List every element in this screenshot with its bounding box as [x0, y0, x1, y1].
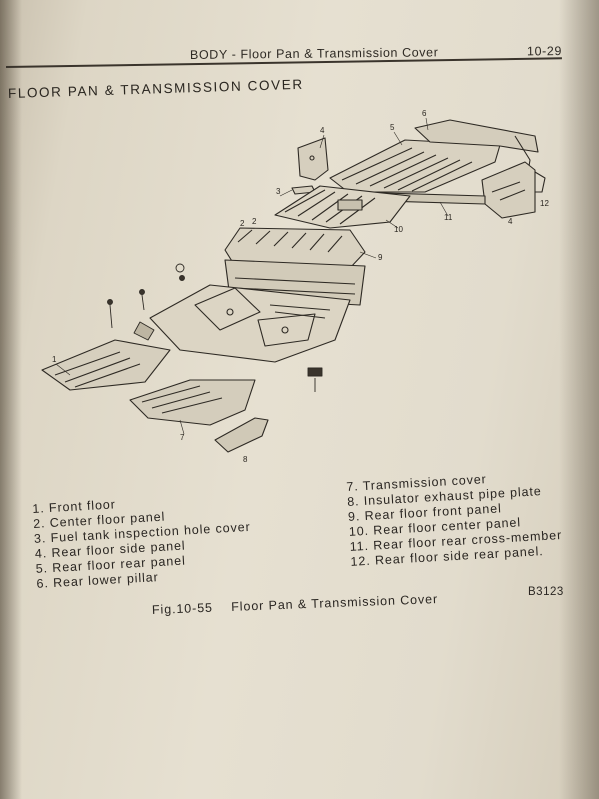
leader-lines	[55, 117, 449, 435]
page-edge-shadow	[559, 0, 599, 799]
callout-11: 11	[444, 213, 453, 222]
exploded-floor-pan-diagram: 1 2 2 3 4 4 5 6 7 8 9 10 11 12	[41, 109, 549, 464]
page-gutter-shadow	[0, 0, 22, 799]
rear-floor-center-panel	[274, 185, 411, 229]
figure-caption: Fig.10-55 Floor Pan & Transmission Cover	[152, 592, 439, 617]
rear-floor-side-panel-left	[297, 137, 329, 181]
front-floor	[149, 284, 351, 363]
callout-4b: 4	[508, 217, 513, 226]
fastener-hardware	[107, 263, 323, 392]
callout-3: 3	[276, 187, 281, 196]
callout-4a: 4	[320, 126, 325, 135]
callout-2a: 2	[240, 219, 245, 228]
figure-title: Floor Pan & Transmission Cover	[230, 592, 439, 614]
legend-left-column: 1. Front floor 2. Center floor panel 3. …	[32, 490, 254, 592]
callout-1: 1	[52, 355, 57, 364]
rear-floor-side-panel-right	[481, 161, 546, 219]
section-title: FLOOR PAN & TRANSMISSION COVER	[7, 76, 304, 101]
callout-8: 8	[243, 455, 248, 464]
page-number: 10-29	[526, 44, 563, 59]
legend-right-column: 7. Transmission cover 8. Insulator exhau…	[346, 468, 563, 570]
rear-floor-rear-panel	[329, 139, 501, 193]
callout-2b: 2	[252, 217, 257, 226]
reference-code: B3123	[528, 586, 564, 598]
callout-labels: 1 2 2 3 4 4 5 6 7 8 9 10 11 12	[52, 109, 549, 464]
callout-5: 5	[390, 123, 395, 132]
callout-12: 12	[540, 199, 549, 208]
transmission-cover	[129, 379, 256, 426]
front-floor-left-section	[41, 339, 171, 391]
callout-6: 6	[422, 109, 427, 118]
callout-7: 7	[180, 433, 185, 442]
figure-number: Fig.10-55	[151, 600, 214, 617]
callout-9: 9	[378, 253, 383, 262]
callout-10: 10	[394, 225, 403, 234]
insulator-exhaust-pipe-plate	[214, 417, 269, 453]
